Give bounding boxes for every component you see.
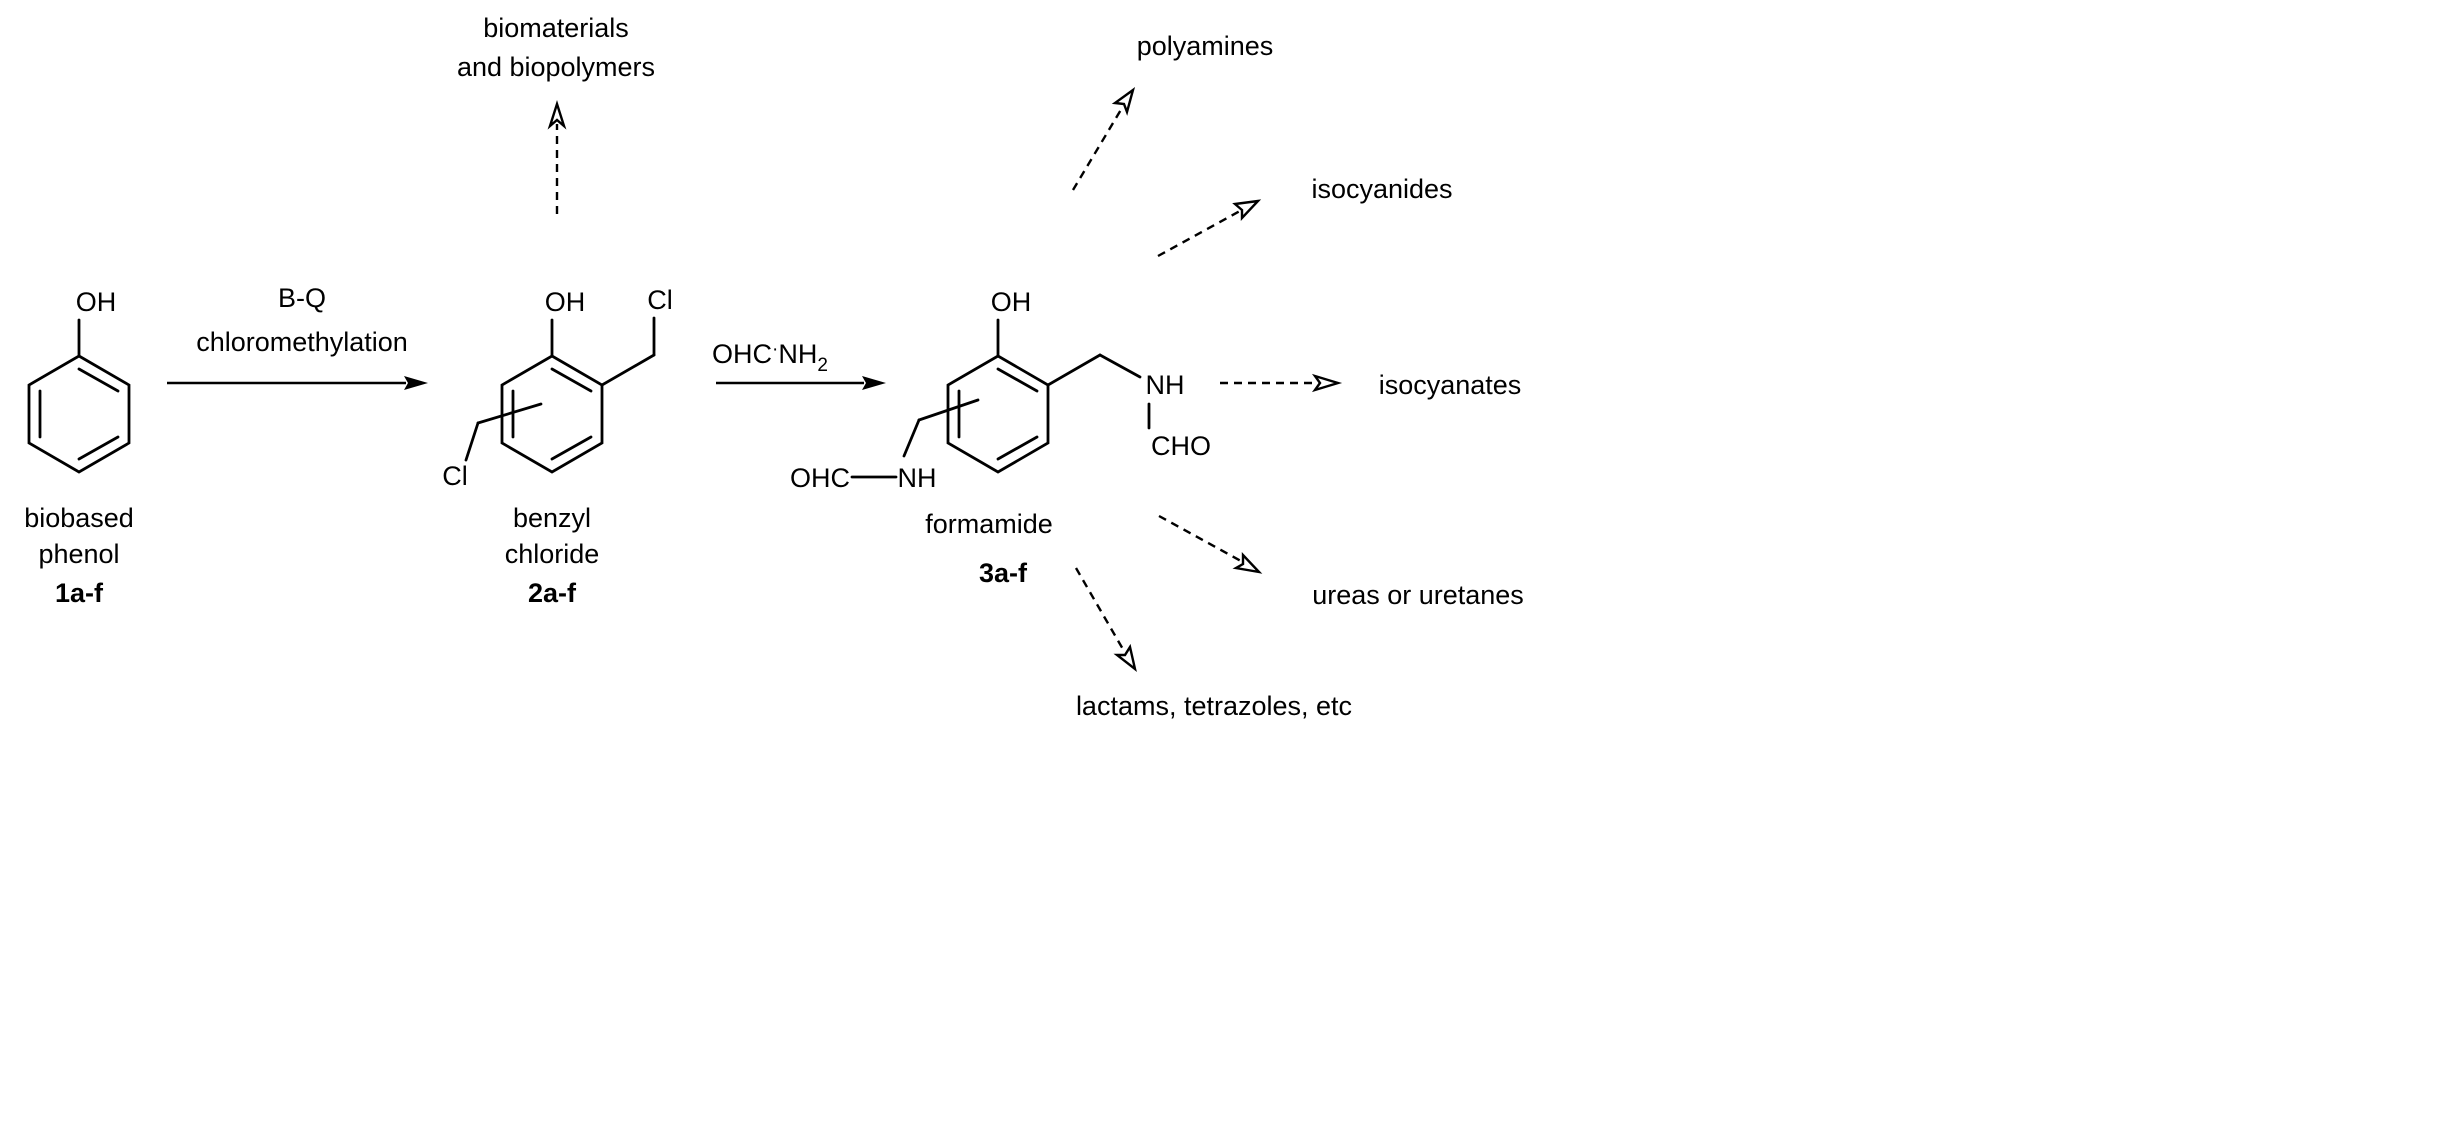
benzyl-chloride-name-line2: chloride bbox=[505, 539, 600, 569]
step1-label-line1: B-Q bbox=[278, 283, 326, 313]
isocyanides-dashed-arrow bbox=[1157, 199, 1262, 258]
benzyl-chloride-ring-double-bond bbox=[550, 435, 593, 461]
lactams-label: lactams, tetrazoles, etc bbox=[1076, 691, 1352, 721]
phenol-ring-double-bond bbox=[77, 435, 120, 461]
benzyl-chloride-cl-top-label: Cl bbox=[647, 285, 673, 315]
formamide-cn-ring-bond bbox=[902, 418, 921, 458]
benzyl-chloride-compound-id: 2a-f bbox=[528, 578, 577, 608]
benzyl-chloride-structure: OH Cl Cl bbox=[442, 285, 673, 491]
benzyl-chloride-name-line1: benzyl bbox=[513, 503, 591, 533]
step2-reaction-arrow bbox=[716, 376, 886, 390]
benzyl-chloride-ch2-bond bbox=[600, 353, 656, 387]
polyamines-dashed-arrow bbox=[1071, 87, 1136, 191]
benzyl-chloride-floating-bond bbox=[476, 402, 543, 425]
polyamines-label: polyamines bbox=[1137, 31, 1274, 61]
formamide-compound-id: 3a-f bbox=[979, 558, 1028, 588]
formamide-floating-bond bbox=[917, 398, 980, 422]
ureas-label: ureas or uretanes bbox=[1312, 580, 1524, 610]
reaction-scheme: OH biobased phenol 1a-f B-Q chloromethyl… bbox=[24, 13, 1524, 721]
formamide-cho-label: CHO bbox=[1151, 431, 1211, 461]
formamide-structure: OH NH CHO NH OHC bbox=[790, 287, 1211, 493]
benzyl-chloride-ccl-ring-bond bbox=[464, 421, 480, 462]
formamide-ch2-bond bbox=[1046, 353, 1102, 387]
formamide-ring bbox=[946, 354, 1050, 474]
phenol-ring-double-bond bbox=[77, 367, 120, 393]
phenol-oh-label: OH bbox=[76, 287, 117, 317]
phenol-compound-id: 1a-f bbox=[55, 578, 104, 608]
isocyanates-dashed-arrow bbox=[1220, 373, 1343, 393]
formamide-nh-ring-label: NH bbox=[898, 463, 937, 493]
benzyl-chloride-ring bbox=[500, 354, 604, 474]
formamide-cn-bond bbox=[1098, 353, 1142, 379]
formamide-oh-label: OH bbox=[991, 287, 1032, 317]
formamide-name: formamide bbox=[925, 509, 1053, 539]
step2-reagent: OHC·NH2 bbox=[712, 339, 828, 376]
biomaterials-dashed-arrow bbox=[547, 100, 567, 214]
lactams-dashed-arrow bbox=[1074, 567, 1137, 673]
phenol-name-line2: phenol bbox=[38, 539, 119, 569]
formamide-nh-side-label: NH bbox=[1146, 370, 1185, 400]
biomaterials-label-line1: biomaterials bbox=[483, 13, 629, 43]
formamide-ring-double-bond bbox=[996, 367, 1039, 393]
step1-label-line2: chloromethylation bbox=[196, 327, 408, 357]
phenol-ring bbox=[27, 354, 131, 474]
isocyanides-label: isocyanides bbox=[1311, 174, 1452, 204]
phenol-structure: OH bbox=[27, 287, 131, 474]
isocyanates-label: isocyanates bbox=[1379, 370, 1522, 400]
step1-reaction-arrow bbox=[167, 376, 428, 390]
benzyl-chloride-ring-double-bond bbox=[550, 367, 593, 393]
benzyl-chloride-oh-label: OH bbox=[545, 287, 586, 317]
benzyl-chloride-cl-ring-label: Cl bbox=[442, 461, 468, 491]
ureas-dashed-arrow bbox=[1158, 514, 1263, 574]
phenol-name-line1: biobased bbox=[24, 503, 134, 533]
formamide-ring-double-bond bbox=[996, 435, 1039, 461]
formamide-ohc-label: OHC bbox=[790, 463, 850, 493]
biomaterials-label-line2: and biopolymers bbox=[457, 52, 655, 82]
